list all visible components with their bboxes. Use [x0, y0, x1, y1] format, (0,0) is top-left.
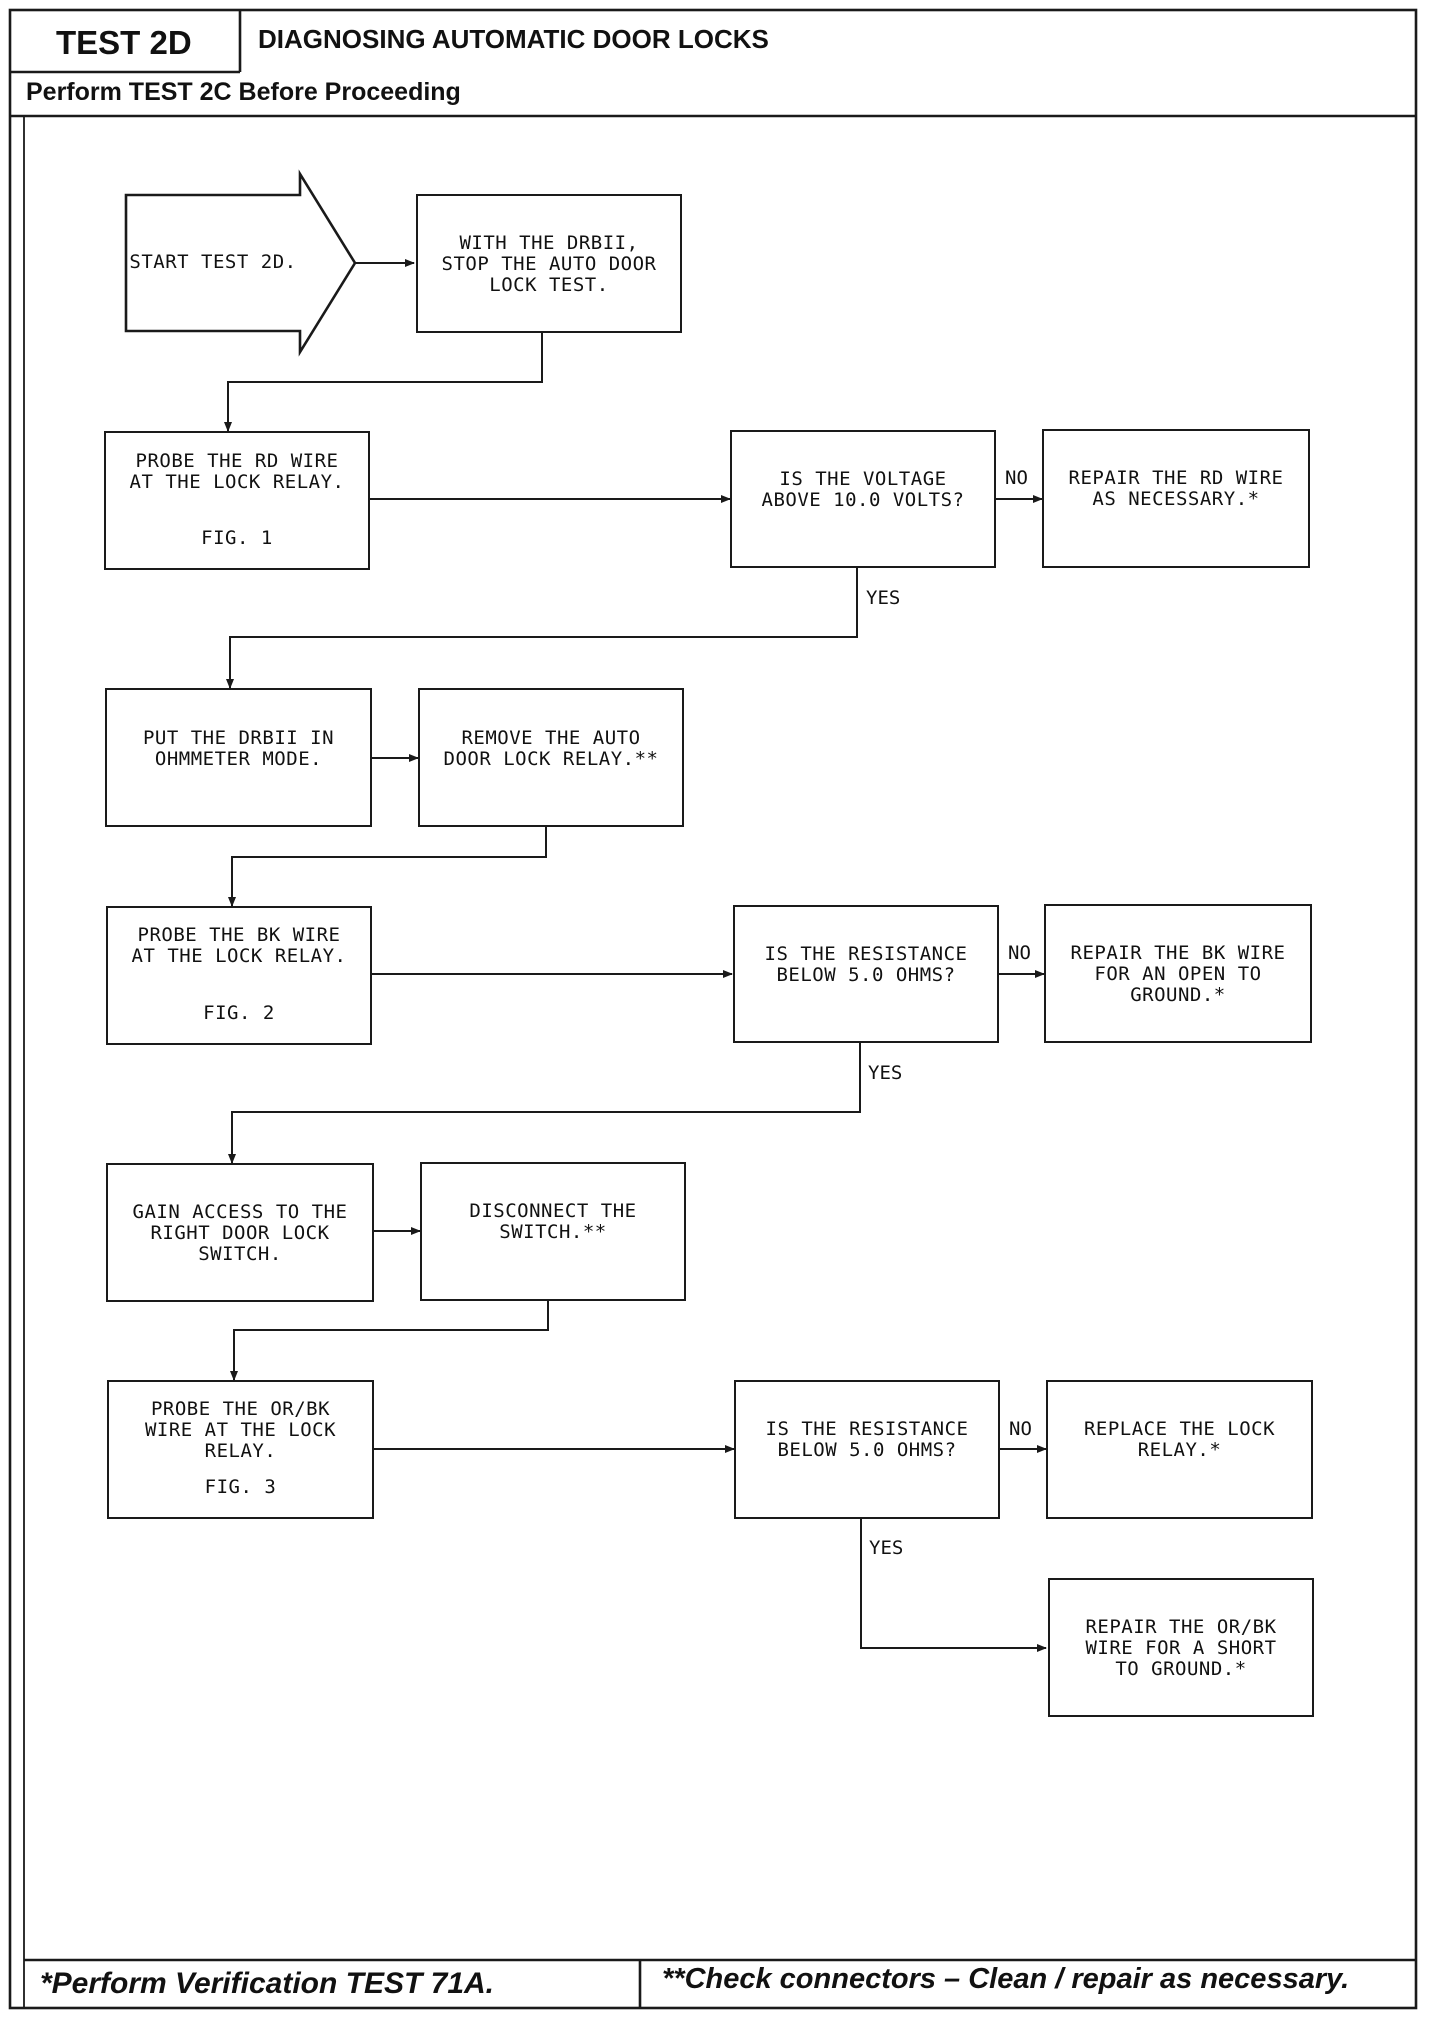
no-label: NO — [1008, 942, 1031, 964]
step-probe-rd-text: PROBE THE RD WIRE AT THE LOCK RELAY. — [129, 450, 345, 493]
no-label: NO — [1005, 467, 1028, 489]
step-probe-rd: PROBE THE RD WIRE AT THE LOCK RELAY. FIG… — [104, 431, 370, 570]
step-repair-bk: REPAIR THE BK WIRE FOR AN OPEN TO GROUND… — [1044, 904, 1312, 1043]
step-probe-bk-text: PROBE THE BK WIRE AT THE LOCK RELAY. — [131, 924, 347, 967]
step-remove-relay-text: REMOVE THE AUTO DOOR LOCK RELAY.** — [443, 727, 659, 770]
fig-1-label: FIG. 1 — [201, 527, 273, 549]
decision-voltage-text: IS THE VOLTAGE ABOVE 10.0 VOLTS? — [761, 468, 965, 511]
step-ohmmeter-text: PUT THE DRBII IN OHMMETER MODE. — [142, 727, 335, 770]
decision-resistance-2: IS THE RESISTANCE BELOW 5.0 OHMS? — [734, 1380, 1000, 1519]
footnote-verification: *Perform Verification TEST 71A. — [40, 1967, 495, 2000]
step-replace-relay-text: REPLACE THE LOCK RELAY.* — [1083, 1418, 1276, 1461]
decision-voltage: IS THE VOLTAGE ABOVE 10.0 VOLTS? — [730, 430, 996, 568]
decision-resistance-2-text: IS THE RESISTANCE BELOW 5.0 OHMS? — [765, 1418, 969, 1461]
step-stop-test: WITH THE DRBII, STOP THE AUTO DOOR LOCK … — [416, 194, 682, 333]
step-disconnect-switch-text: DISCONNECT THE SWITCH.** — [469, 1200, 637, 1243]
decision-resistance-1-text: IS THE RESISTANCE BELOW 5.0 OHMS? — [764, 943, 968, 986]
footnote-connectors: **Check connectors – Clean / repair as n… — [662, 1963, 1350, 1995]
step-repair-orbk-text: REPAIR THE OR/BK WIRE FOR A SHORT TO GRO… — [1085, 1616, 1277, 1680]
fig-3-label: FIG. 3 — [204, 1476, 277, 1498]
step-ohmmeter: PUT THE DRBII IN OHMMETER MODE. — [105, 688, 372, 827]
yes-label: YES — [869, 1537, 904, 1559]
step-probe-orbk-text: PROBE THE OR/BK WIRE AT THE LOCK RELAY. — [144, 1398, 337, 1462]
step-probe-orbk: PROBE THE OR/BK WIRE AT THE LOCK RELAY. … — [107, 1380, 374, 1519]
test-id: TEST 2D — [56, 24, 192, 61]
page-frame — [8, 8, 1418, 2010]
step-gain-access-text: GAIN ACCESS TO THE RIGHT DOOR LOCK SWITC… — [132, 1201, 348, 1265]
step-probe-bk: PROBE THE BK WIRE AT THE LOCK RELAY. FIG… — [106, 906, 372, 1045]
prerequisite-note: Perform TEST 2C Before Proceeding — [26, 78, 461, 106]
no-label: NO — [1009, 1418, 1032, 1440]
yes-label: YES — [868, 1062, 903, 1084]
step-repair-orbk: REPAIR THE OR/BK WIRE FOR A SHORT TO GRO… — [1048, 1578, 1314, 1717]
step-stop-test-text: WITH THE DRBII, STOP THE AUTO DOOR LOCK … — [441, 232, 657, 296]
page-title: DIAGNOSING AUTOMATIC DOOR LOCKS — [258, 24, 769, 54]
step-repair-rd-text: REPAIR THE RD WIRE AS NECESSARY.* — [1068, 467, 1284, 510]
yes-label: YES — [866, 587, 901, 609]
start-arrow-shape — [124, 169, 357, 357]
fig-2-label: FIG. 2 — [203, 1002, 275, 1024]
decision-resistance-1: IS THE RESISTANCE BELOW 5.0 OHMS? — [733, 905, 999, 1043]
start-label: START TEST 2D. — [129, 251, 297, 273]
step-disconnect-switch: DISCONNECT THE SWITCH.** — [420, 1162, 686, 1301]
step-gain-access: GAIN ACCESS TO THE RIGHT DOOR LOCK SWITC… — [106, 1163, 374, 1302]
step-repair-rd: REPAIR THE RD WIRE AS NECESSARY.* — [1042, 429, 1310, 568]
step-replace-relay: REPLACE THE LOCK RELAY.* — [1046, 1380, 1313, 1519]
step-remove-relay: REMOVE THE AUTO DOOR LOCK RELAY.** — [418, 688, 684, 827]
step-repair-bk-text: REPAIR THE BK WIRE FOR AN OPEN TO GROUND… — [1070, 942, 1286, 1006]
